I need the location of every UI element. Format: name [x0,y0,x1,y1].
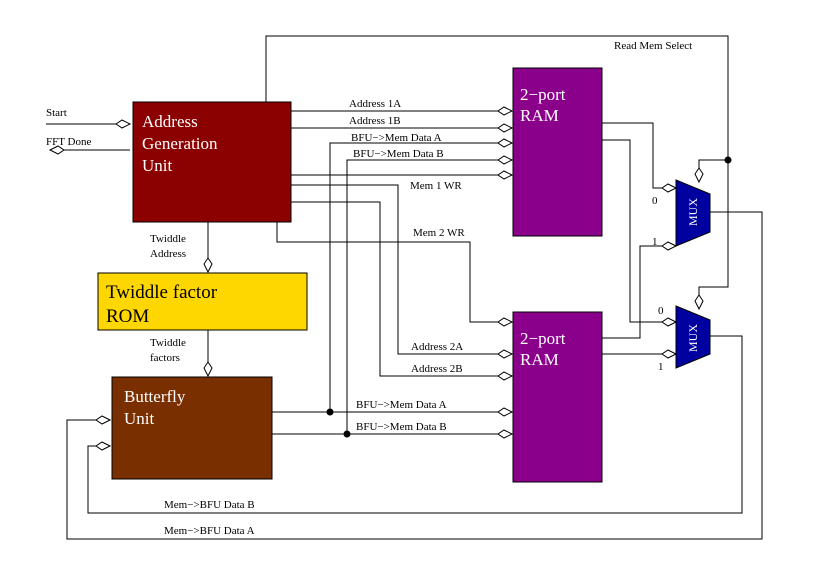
read-mem-select-to-mux1 [698,159,728,172]
ram2: 2−port RAM [512,311,603,483]
arrowhead-bfu-a-bottom [497,407,514,417]
arrowhead-mux1-in1 [661,241,678,251]
bfu-mem-data-b-top-label: BFU−>Mem Data B [353,148,444,160]
arrowhead-fft-done [48,145,65,155]
ram2-out-a-wire [602,245,666,339]
ram1-box [512,67,603,237]
mem-bfu-data-b-label: Mem−>BFU Data B [164,499,255,511]
bfu-mem-data-a-bottom-label: BFU−>Mem Data A [356,399,447,411]
mux1-label: MUX [686,198,700,226]
arrowhead-mem2-wr [497,317,514,327]
address-2b-wire [291,201,502,377]
read-mem-select-label: Read Mem Select [614,40,692,52]
arrowhead-mux2-in1 [661,349,678,359]
ram1-out-a-wire [602,122,666,189]
address-2b-label: Address 2B [411,363,463,375]
arrowhead-mux2-in0 [661,317,678,327]
junction-dot [343,430,351,438]
address-generation-unit: Address Generation Unit [132,101,292,223]
bfu-mem-data-a-top-label: BFU−>Mem Data A [351,132,442,144]
twiddle-factor-rom: Twiddle factor ROM [97,272,308,331]
twiddle-rom-label-line1: Twiddle factor [106,282,218,303]
bfu-mem-data-b-top-wire [346,159,502,434]
mux1-input-1-label: 1 [652,236,658,248]
junctions [326,156,732,438]
mux2: MUX [675,305,711,369]
mux1-input-0-label: 0 [652,195,658,207]
mux2-input-1-label: 1 [658,361,664,373]
butterfly-box [111,376,273,480]
mem2-wr-label: Mem 2 WR [413,227,465,239]
signal-labels: Start FFT Done Read Mem Select Address 1… [46,40,692,537]
twiddle-rom-box [97,272,308,331]
bfu-mem-data-a-top-wire [329,142,502,412]
arrowhead-address-1a [497,106,514,116]
mux2-label: MUX [686,324,700,352]
mem-bfu-data-a-wire [66,211,763,540]
arrowhead-mem1-wr [497,170,514,180]
arrowhead-address-1b [497,123,514,133]
twiddle-rom-label-line2: ROM [106,306,149,327]
arrowhead-twiddle-address [203,257,213,274]
butterfly-label-line2: Unit [124,409,155,428]
ram1-label-line2: RAM [520,106,559,125]
arrowhead-mux1-in0 [661,183,678,193]
ram2-box [512,311,603,483]
agu-label-line1: Address [142,112,198,131]
address-2a-wire [291,184,502,355]
arrowhead-bfu-b-top [497,155,514,165]
arrowhead-mux1-select [694,167,704,184]
mem-bfu-data-b-wire [87,335,743,514]
arrowhead-address-2b [497,371,514,381]
address-1b-label: Address 1B [349,115,401,127]
butterfly-label-line1: Butterfly [124,387,186,406]
mem1-wr-label: Mem 1 WR [410,180,462,192]
arrowhead-bfu-b-bottom [497,429,514,439]
junction-dot [724,156,732,164]
agu-label-line2: Generation [142,134,218,153]
arrowhead-bfu-a-top [497,138,514,148]
mux2-input-0-label: 0 [658,305,664,317]
mux1-shape [675,179,711,247]
twiddle-address-label-line1: Twiddle [150,233,186,245]
read-mem-select-to-mux2 [698,160,729,299]
read-mem-select-wire [265,35,729,160]
start-label: Start [46,107,67,119]
mux2-shape [675,305,711,369]
ram2-label-line1: 2−port [520,329,566,348]
agu-box [132,101,292,223]
arrowhead-twiddle-factors [203,361,213,378]
arrowhead-address-2a [497,349,514,359]
arrowhead-start [115,119,132,129]
mem-bfu-data-a-label: Mem−>BFU Data A [164,525,255,537]
address-1a-label: Address 1A [349,98,401,110]
mem2-wr-wire [276,222,502,323]
ram2-label-line2: RAM [520,350,559,369]
arrowheads [48,106,704,451]
ram1: 2−port RAM [512,67,603,237]
twiddle-factors-label-line2: factors [150,352,180,364]
butterfly-unit: Butterfly Unit [111,376,273,480]
wires [46,35,763,540]
address-2a-label: Address 2A [411,341,463,353]
twiddle-address-label-line2: Address [150,248,186,260]
arrowhead-mux2-select [694,294,704,311]
arrowhead-mem-bfu-a [95,415,112,425]
twiddle-factors-label-line1: Twiddle [150,337,186,349]
bfu-mem-data-b-bottom-label: BFU−>Mem Data B [356,421,447,433]
junction-dot [326,408,334,416]
ram1-label-line1: 2−port [520,85,566,104]
fft-done-label: FFT Done [46,136,91,148]
arrowhead-mem-bfu-b [95,441,112,451]
ram1-out-b-wire [602,139,666,323]
agu-label-line3: Unit [142,156,173,175]
mux1: MUX [675,179,711,247]
